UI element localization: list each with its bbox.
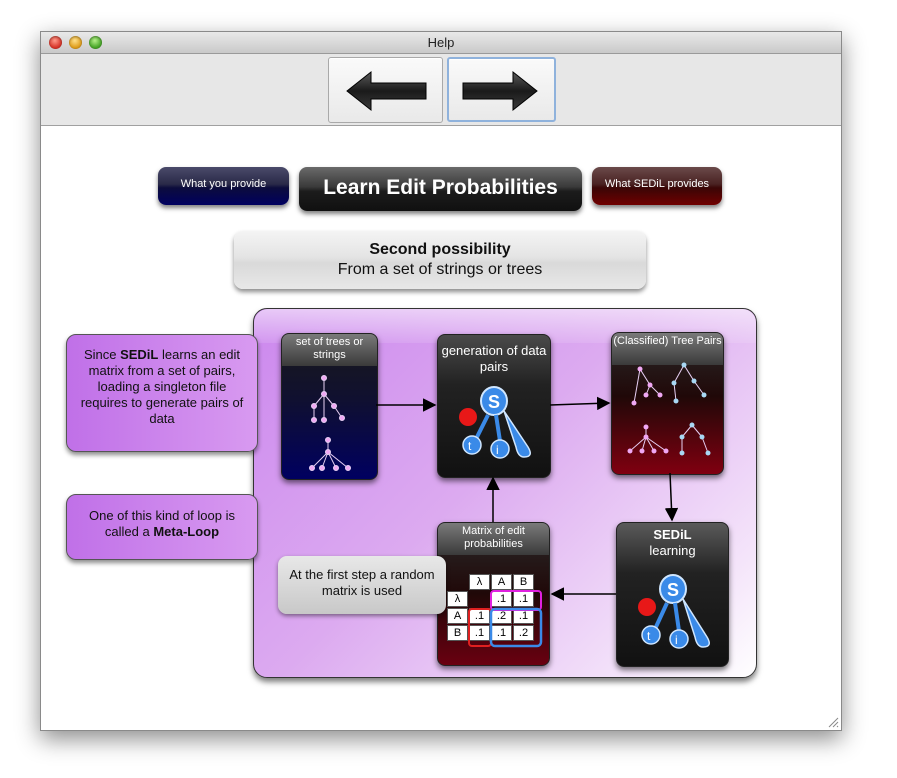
substitution-cost-highlight [489,607,543,648]
svg-text:t: t [468,439,472,453]
callout-text: One of this kind of loop is called a [89,508,235,539]
trees-box-title: set of trees or strings [282,334,377,366]
svg-text:i: i [675,633,678,647]
help-content: What you provide Learn Edit Probabilitie… [41,126,841,730]
title-bar[interactable]: Help [41,32,841,54]
trees-box: set of trees or strings [281,333,378,480]
callout-bold: SEDiL [120,347,159,362]
learning-box-title-bold: SEDiL [653,527,692,542]
help-window: Help What you provide Learn Edit Probabi… [40,31,842,731]
toolbar [41,54,841,126]
insert-cost-highlight [490,590,542,611]
singleton-callout: Since SEDiL learns an edit matrix from a… [66,334,258,452]
svg-text:i: i [496,443,499,457]
back-button[interactable] [328,57,443,123]
svg-text:S: S [667,580,679,600]
resize-grip-icon[interactable] [827,716,839,728]
matrix-row-header: λ [447,591,468,607]
zoom-window-button[interactable] [89,36,102,49]
matrix-cell: .2 [513,625,534,641]
matrix-column-header: λ [469,574,490,590]
tree-icon [309,375,351,471]
second-possibility-subtitle: From a set of strings or trees [337,261,543,278]
arrow-generation-to-pairs [549,396,611,411]
sedil-logo-icon: S t i [459,386,531,459]
right-arrow-icon [462,70,538,112]
matrix-box-title: Matrix of edit probabilities [438,523,549,555]
generation-box: generation of data pairs S t i [437,334,551,478]
callout-bold: Meta-Loop [153,524,220,539]
tree-pairs-icon [627,362,711,456]
meta-loop-callout: One of this kind of loop is called a Met… [66,494,258,560]
callout-text: Since [83,347,121,362]
window-title: Help [427,35,455,50]
second-possibility-title: Second possibility [369,241,511,258]
second-possibility-banner: Second possibility From a set of strings… [234,231,646,289]
callout-text: learns an edit matrix from a set of pair… [80,347,244,426]
arrow-pairs-to-learning [664,472,679,522]
matrix-column-header: A [491,574,512,590]
what-you-provide-pill: What you provide [158,167,289,205]
matrix-row-header: A [447,608,468,624]
delete-cost-highlight [468,608,492,647]
first-step-note: At the first step a random matrix is use… [278,556,446,614]
first-step-note-text: At the first step a random matrix is use… [289,567,435,598]
matrix-column-header: B [513,574,534,590]
what-sedil-provides-pill: What SEDiL provides [592,167,722,205]
forward-button[interactable] [447,57,556,122]
generation-box-title: generation of data pairs [441,343,547,374]
svg-text:S: S [488,392,500,412]
svg-text:t: t [647,629,651,643]
learning-box-title: learning [649,543,696,558]
close-window-button[interactable] [49,36,62,49]
page-title: Learn Edit Probabilities [299,167,582,211]
matrix-row-header: B [447,625,468,641]
left-arrow-icon [346,70,427,112]
tree-pairs-box: (Classified) Tree Pairs [611,332,724,475]
tree-pairs-box-title: (Classified) Tree Pairs [612,333,723,365]
minimize-window-button[interactable] [69,36,82,49]
sedil-logo-icon: S t i [638,574,710,649]
flow-arrows [376,396,679,648]
